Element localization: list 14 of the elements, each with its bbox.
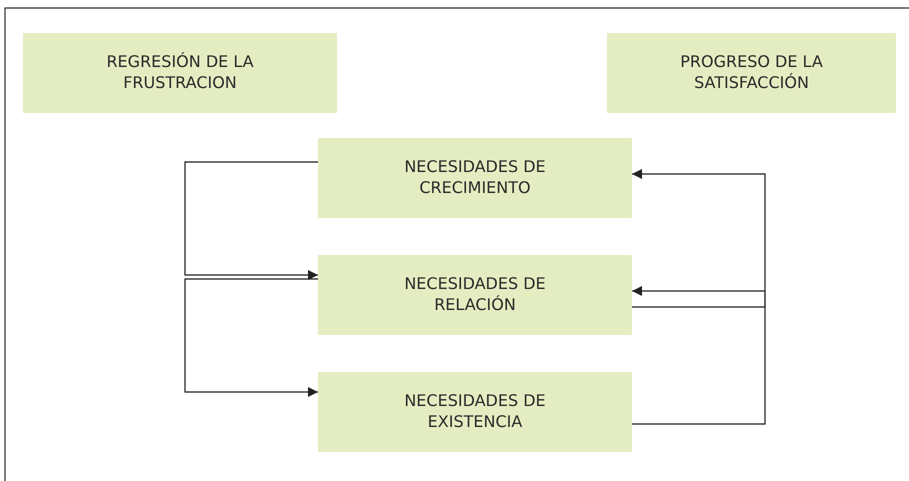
- arrow: [632, 286, 766, 425]
- label-box: [318, 138, 632, 218]
- arrow: [184, 161, 318, 280]
- box-text: REGRESIÓN DE LA FRUSTRACION: [105, 52, 255, 94]
- box-text: NECESIDADES DE CRECIMIENTO: [403, 157, 547, 199]
- box-text: NECESIDADES DE RELACIÓN: [403, 274, 547, 316]
- box-text: PROGRESO DE LA SATISFACCIÓN: [679, 52, 824, 94]
- label-box: [318, 372, 632, 452]
- arrow: [632, 169, 766, 308]
- label-box: [318, 255, 632, 335]
- arrow: [184, 278, 318, 397]
- label-box: [23, 33, 337, 113]
- label-box: [607, 33, 896, 113]
- box-text: NECESIDADES DE EXISTENCIA: [403, 391, 547, 433]
